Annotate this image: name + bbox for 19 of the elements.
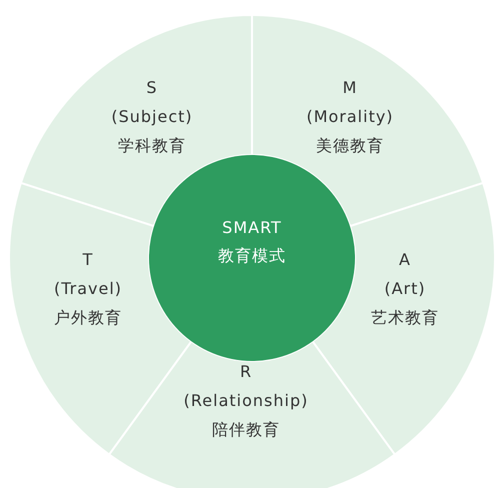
english-label: (Morality)	[306, 107, 394, 127]
letter-label: A	[399, 250, 411, 270]
english-label: (Travel)	[54, 279, 122, 299]
english-label: (Art)	[384, 279, 426, 299]
ring-segment	[109, 341, 395, 488]
letter-label: T	[82, 250, 94, 270]
ring-segment	[312, 182, 495, 455]
letter-label: M	[342, 78, 358, 98]
chinese-label: 教育模式	[218, 246, 286, 266]
chinese-label: 陪伴教育	[212, 420, 280, 440]
letter-label: R	[240, 362, 252, 382]
chinese-label: 学科教育	[118, 136, 186, 156]
chinese-label: 艺术教育	[371, 308, 439, 328]
chinese-label: 户外教育	[54, 308, 122, 328]
title-label: SMART	[222, 218, 282, 238]
letter-label: S	[146, 78, 158, 98]
chinese-label: 美德教育	[316, 136, 384, 156]
english-label: (Relationship)	[184, 391, 308, 411]
english-label: (Subject)	[111, 107, 193, 127]
